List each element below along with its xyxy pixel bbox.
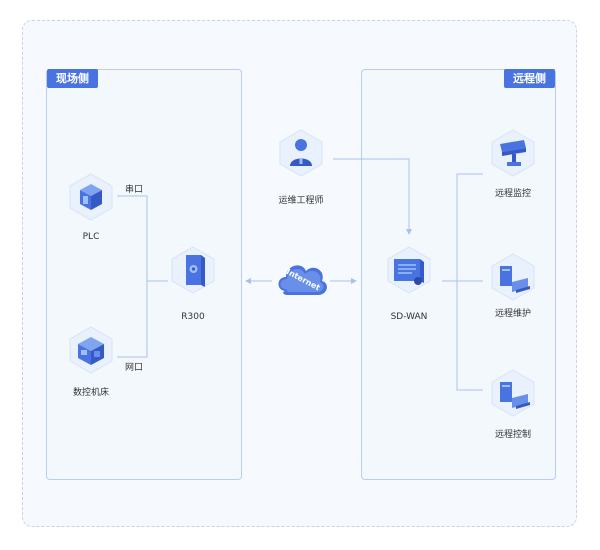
workstation-icon xyxy=(491,253,535,301)
monitor-label: 远程监控 xyxy=(494,189,531,199)
plc-label: PLC xyxy=(82,232,100,242)
sdwan-device-icon xyxy=(387,246,431,294)
internet-node: Internet xyxy=(274,255,330,301)
onsite-panel-title: 现场侧 xyxy=(47,69,98,88)
plc-icon xyxy=(69,173,113,221)
cloud-icon: Internet xyxy=(278,265,327,295)
serial-link xyxy=(117,195,168,282)
camera-icon xyxy=(491,129,535,177)
cnc-label: 数控机床 xyxy=(72,388,109,398)
monitor-node xyxy=(488,128,538,178)
ethernet-label: 网口 xyxy=(125,363,144,373)
r300-node xyxy=(168,245,218,295)
ethernet-link xyxy=(117,281,148,358)
maintain-node xyxy=(488,252,538,302)
cnc-machine-icon xyxy=(69,326,113,374)
engineer-label: 运维工程师 xyxy=(278,196,324,206)
remote-panel-title: 远程侧 xyxy=(504,69,555,88)
engineer-node xyxy=(276,128,326,178)
sdwan-node xyxy=(384,245,434,295)
engineer-sdwan-link xyxy=(333,158,412,235)
engineer-icon xyxy=(279,129,323,177)
router-icon xyxy=(171,246,215,294)
plc-node xyxy=(66,172,116,222)
cnc-node xyxy=(66,325,116,375)
remote-branch-lines xyxy=(456,173,483,391)
r300-label: R300 xyxy=(181,312,205,322)
sdwan-label: SD-WAN xyxy=(390,312,428,322)
serial-label: 串口 xyxy=(125,185,144,195)
control-label: 远程控制 xyxy=(494,430,531,440)
control-node xyxy=(488,368,538,418)
maintain-label: 远程维护 xyxy=(494,309,531,319)
control-workstation-icon xyxy=(491,369,535,417)
